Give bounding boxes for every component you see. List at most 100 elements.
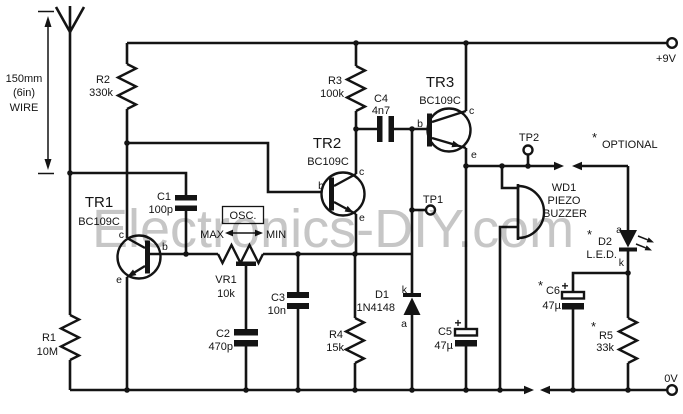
rail-cut-arrow-left (540, 385, 550, 395)
output-wire (466, 161, 628, 171)
resistor-r4 (343, 254, 367, 390)
r3-value-label: 100k (320, 88, 344, 100)
resistor-r1 (58, 313, 82, 390)
tr2-pin-c-label: c (359, 166, 364, 178)
capacitor-c2 (234, 329, 258, 390)
c5-value-label: 47µ (434, 340, 453, 352)
tr1-ref-label: TR1 (85, 194, 113, 211)
r5-star: * (591, 319, 596, 334)
tp1-label: TP1 (423, 194, 443, 206)
r1-value-label: 10M (37, 346, 58, 358)
piezo-buzzer-wd1 (498, 166, 546, 390)
c3-value-label: 10n (268, 305, 286, 317)
c6-ref-label: C6 (546, 285, 560, 297)
tp2-label: TP2 (519, 132, 539, 144)
potentiometer-vr1[interactable] (216, 242, 265, 329)
transistor-tr3 (426, 43, 472, 166)
capacitor-c1 (175, 195, 197, 254)
d1-value-label: 1N4148 (356, 302, 395, 314)
led-d2 (619, 166, 654, 273)
capacitor-c5 (453, 166, 479, 390)
resistor-r3 (344, 43, 368, 129)
positive-terminal (666, 37, 679, 50)
tr3-pin-e-label: e (471, 149, 477, 161)
capacitor-c3 (287, 254, 309, 390)
ground-terminal (666, 384, 679, 397)
vr1-ref-label: VR1 (215, 274, 236, 286)
d1-anode-label: a (401, 318, 407, 330)
c2-ref-label: C2 (216, 328, 230, 340)
r2-ref-label: R2 (96, 74, 110, 86)
wire-length-dimension (38, 10, 54, 175)
c3-ref-label: C3 (271, 292, 285, 304)
max-label: MAX (200, 229, 225, 241)
positive-rail (127, 37, 679, 50)
rail-cut-arrow-right (524, 385, 534, 395)
test-point-tp2[interactable] (522, 144, 534, 167)
tr3-pin-b-label: b (417, 118, 423, 130)
tr1-part-label: BC109C (78, 216, 120, 228)
max-min-adjust-arrow (225, 229, 263, 237)
d2-ref-label: D2 (598, 236, 612, 248)
diode-d1 (403, 129, 421, 390)
tr3-ref-label: TR3 (426, 74, 454, 91)
transistor-tr2 (320, 129, 366, 254)
r4-ref-label: R4 (329, 329, 343, 341)
r4-value-label: 15k (326, 342, 344, 354)
d1-ref-label: D1 (375, 289, 389, 301)
cut-arrow-right (554, 161, 564, 171)
d2-anode-label: a (616, 224, 622, 236)
c5-polarity-label: + (454, 316, 461, 330)
antenna-length-inches-label: (6in) (13, 87, 35, 99)
tr2-ref-label: TR2 (313, 135, 341, 152)
d2-star: * (587, 227, 592, 242)
capacitor-c6 (560, 271, 628, 390)
junction-dots (67, 40, 631, 393)
led-light-arrows (635, 235, 654, 251)
resistor-r5 (616, 273, 640, 390)
ground-rail (70, 384, 679, 397)
optional-label: OPTIONAL (602, 139, 658, 151)
c6-star: * (538, 278, 543, 293)
tr1-pin-e-label: e (116, 274, 122, 286)
antenna-length-label: 150mm (6, 73, 43, 85)
c2-value-label: 470p (209, 341, 233, 353)
antenna-symbol (54, 6, 86, 315)
tr3-part-label: BC109C (419, 95, 461, 107)
wd1-ref-label: WD1 (552, 182, 576, 194)
r5-ref-label: R5 (599, 330, 613, 342)
tr2-pin-b-label: b (318, 180, 324, 192)
transistor-tr1 (116, 234, 162, 390)
d2-cathode-label: k (619, 257, 625, 269)
d2-value-label: L.E.D. (586, 249, 617, 261)
wd1-type-label-1: PIEZO (547, 195, 580, 207)
c4-ref-label: C4 (374, 93, 388, 105)
cut-arrow-left (572, 161, 582, 171)
antenna-wire-label: WIRE (10, 102, 39, 114)
tr1-pin-b-label: b (162, 241, 168, 253)
tr3-pin-c-label: c (469, 105, 474, 117)
r3-ref-label: R3 (328, 75, 342, 87)
r1-ref-label: R1 (42, 332, 56, 344)
tr2-base-wire (127, 141, 329, 194)
tr2-part-label: BC109C (307, 156, 349, 168)
c6-value-label: 47µ (542, 300, 561, 312)
c4-value-label: 4n7 (372, 105, 390, 117)
antenna-coupling-wire (70, 171, 188, 195)
min-label: MIN (266, 229, 286, 241)
d1-cathode-label: k (402, 284, 408, 296)
tr1-pin-c-label: c (119, 229, 124, 241)
tr2-pin-e-label: e (359, 212, 365, 224)
r5-value-label: 33k (596, 342, 614, 354)
test-point-tp1[interactable] (412, 204, 437, 216)
c5-ref-label: C5 (438, 326, 452, 338)
c1-ref-label: C1 (157, 191, 171, 203)
osc-box (221, 205, 265, 225)
c1-value-label: 100p (149, 204, 173, 216)
osc-label: OSC. (230, 210, 257, 222)
positive-rail-label: +9V (656, 53, 677, 65)
c6-polarity-label: + (561, 279, 568, 293)
ground-rail-label: 0V (664, 373, 678, 385)
